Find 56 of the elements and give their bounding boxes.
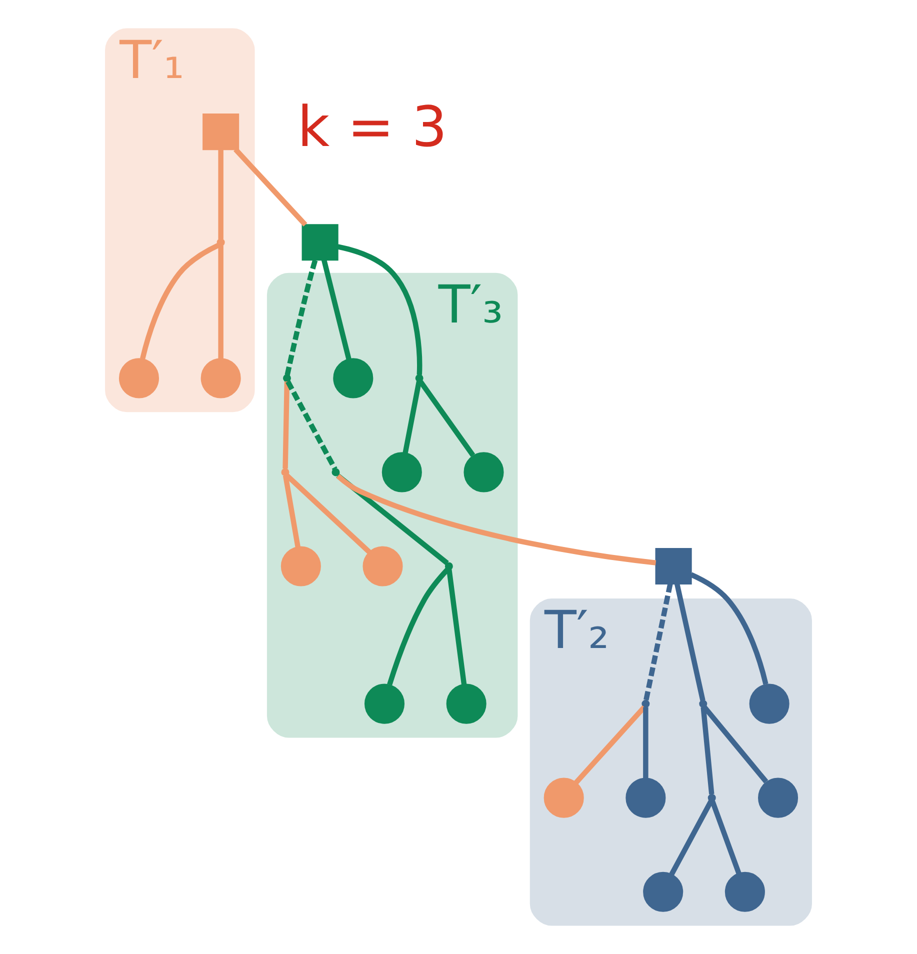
- connector: [700, 706, 714, 794]
- connector: [218, 246, 224, 359]
- connector: [337, 244, 422, 375]
- connector: [282, 381, 290, 469]
- connector: [234, 148, 308, 227]
- node-circle: [643, 872, 684, 912]
- node-circle: [200, 358, 241, 398]
- node-circle: [749, 684, 790, 724]
- connector: [140, 242, 220, 360]
- cluster: T′₁: [105, 28, 255, 412]
- connector: [282, 475, 300, 548]
- connector: [643, 583, 673, 702]
- node-box: [655, 548, 692, 585]
- connector: [710, 800, 742, 874]
- node-circle: [446, 684, 486, 724]
- node-circle: [382, 452, 422, 492]
- node-point: [444, 562, 453, 570]
- node-circle: [758, 778, 798, 818]
- node-circle: [333, 358, 374, 398]
- node-point: [332, 468, 340, 476]
- connector: [286, 380, 338, 470]
- connector: [284, 260, 318, 376]
- connector: [402, 381, 422, 454]
- connector: [336, 474, 656, 566]
- label: k = 3: [297, 94, 448, 160]
- node-point: [216, 238, 225, 246]
- node-point: [642, 700, 650, 708]
- connector: [418, 380, 476, 457]
- cluster: T′₂: [530, 598, 812, 926]
- node-point: [281, 468, 290, 476]
- connector: [574, 705, 646, 784]
- node-box: [202, 114, 240, 150]
- node-circle: [118, 358, 159, 398]
- node-point: [415, 374, 424, 382]
- connector: [218, 149, 224, 240]
- connector: [446, 569, 467, 685]
- node-box: [302, 224, 338, 261]
- cluster: T′₃: [266, 272, 518, 738]
- node-circle: [280, 546, 321, 586]
- node-circle: [626, 778, 666, 818]
- node-circle: [464, 452, 504, 492]
- node-point: [282, 374, 291, 382]
- node-circle: [724, 872, 765, 912]
- connector: [669, 800, 714, 876]
- connector: [321, 259, 352, 360]
- connector: [285, 474, 372, 554]
- node-point: [699, 700, 708, 708]
- connector: [336, 473, 449, 566]
- connector: [674, 583, 706, 702]
- connector: [690, 572, 768, 685]
- node-circle: [544, 778, 584, 818]
- connector: [643, 707, 648, 779]
- node-circle: [364, 684, 405, 724]
- node-point: [708, 794, 716, 802]
- node-circle: [362, 546, 403, 586]
- connector: [387, 568, 450, 686]
